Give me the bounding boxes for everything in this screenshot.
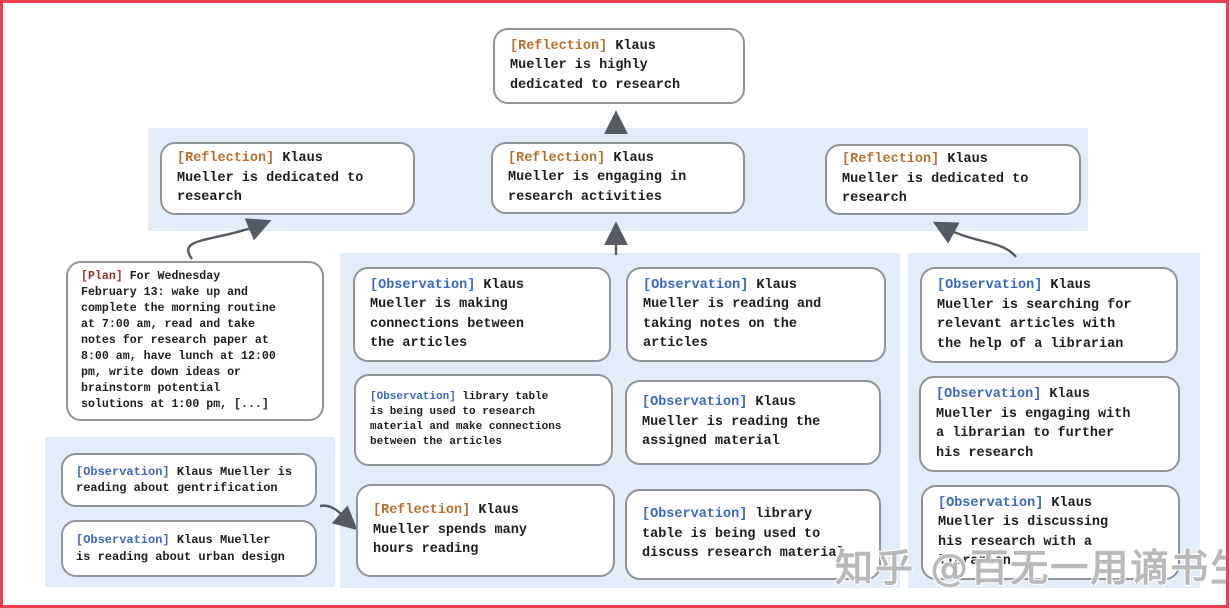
node-text: Klaus Mueller is making connections betw… [370, 277, 524, 352]
node-text: Klaus Mueller is engaging in research ac… [508, 150, 687, 205]
node-observation-library-table-discuss: [Observation] library table is being use… [625, 489, 881, 580]
observation-label: [Observation] [936, 387, 1042, 402]
node-text: Klaus Mueller is highly dedicated to res… [510, 38, 681, 93]
reflection-label: [Reflection] [177, 151, 275, 167]
node-reflection-right: [Reflection] Klaus Mueller is dedicated … [825, 144, 1081, 215]
node-text: library table is being used to research … [370, 391, 562, 448]
node-plan: [Plan] For Wednesday February 13: wake u… [66, 261, 324, 421]
observation-label: [Observation] [643, 277, 749, 293]
node-observation-library-table-research: [Observation] library table is being use… [354, 374, 613, 466]
reflection-label: [Reflection] [842, 152, 940, 168]
observation-label: [Observation] [937, 278, 1043, 293]
reflection-label: [Reflection] [373, 503, 471, 519]
reflection-label: [Reflection] [510, 38, 608, 54]
node-observation-searching-articles: [Observation] Klaus Mueller is searching… [920, 267, 1178, 363]
node-text: Klaus Mueller is reading about urban des… [76, 533, 285, 564]
observation-label: [Observation] [370, 391, 456, 403]
node-observation-gentrification: [Observation] Klaus Mueller is reading a… [61, 453, 317, 507]
node-reflection-hours-reading: [Reflection] Klaus Mueller spends many h… [356, 484, 615, 577]
node-observation-making-connections: [Observation] Klaus Mueller is making co… [353, 267, 611, 362]
node-text: Klaus Mueller is engaging with a librari… [936, 387, 1131, 461]
node-observation-engaging-librarian: [Observation] Klaus Mueller is engaging … [919, 376, 1180, 472]
node-text: Klaus Mueller is reading the assigned ma… [642, 395, 821, 450]
observation-label: [Observation] [76, 533, 170, 547]
node-text: Klaus Mueller is dedicated to research [842, 152, 1029, 207]
node-text: Klaus Mueller spends many hours reading [373, 503, 527, 558]
node-text: For Wednesday February 13: wake up and c… [81, 270, 276, 411]
node-reflection-root: [Reflection] Klaus Mueller is highly ded… [493, 28, 745, 104]
observation-label: [Observation] [76, 464, 170, 479]
node-reflection-center: [Reflection] Klaus Mueller is engaging i… [491, 142, 745, 214]
node-observation-reading-taking-notes: [Observation] Klaus Mueller is reading a… [626, 267, 886, 362]
watermark: 知乎 @百无一用谪书生 [835, 546, 1229, 590]
node-reflection-left: [Reflection] Klaus Mueller is dedicated … [160, 142, 415, 215]
plan-label: [Plan] [81, 270, 123, 284]
node-text: Klaus Mueller is dedicated to research [177, 151, 364, 206]
observation-label: [Observation] [642, 507, 748, 523]
node-text: Klaus Mueller is discussing his research… [938, 495, 1109, 570]
node-text: Klaus Mueller is reading about gentrific… [76, 464, 293, 496]
node-text: Klaus Mueller is reading and taking note… [643, 277, 822, 352]
node-text: library table is being used to discuss r… [642, 507, 845, 562]
observation-label: [Observation] [642, 395, 748, 411]
observation-label: [Observation] [370, 277, 476, 293]
reflection-label: [Reflection] [508, 150, 606, 166]
node-observation-discussing-research: [Observation] Klaus Mueller is discussin… [921, 485, 1180, 580]
node-text: Klaus Mueller is searching for relevant … [937, 278, 1132, 352]
observation-label: [Observation] [938, 495, 1044, 511]
node-observation-assigned-material: [Observation] Klaus Mueller is reading t… [625, 380, 881, 465]
node-observation-urban-design: [Observation] Klaus Mueller is reading a… [61, 520, 317, 577]
